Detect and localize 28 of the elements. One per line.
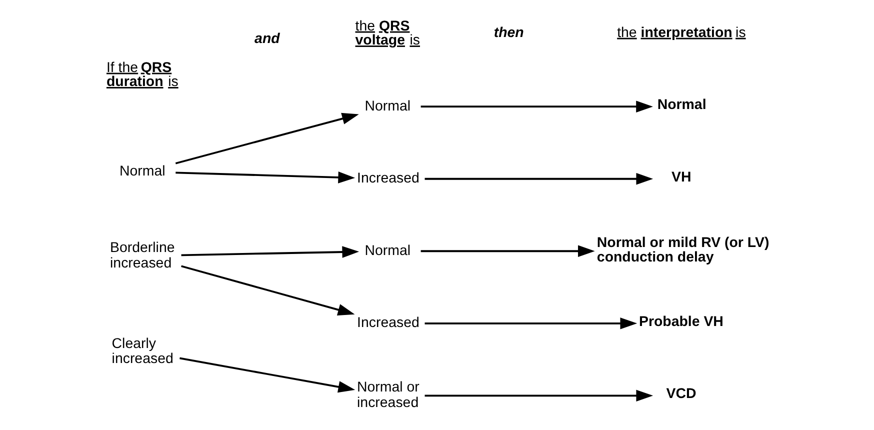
arrow: [181, 246, 360, 258]
arrow: [420, 245, 595, 258]
arrow: [180, 357, 356, 393]
label: the interpretation is: [617, 24, 746, 41]
node-text: VCD: [666, 386, 696, 402]
node-text: Normal or mild RV (or LV) conduction delay: [596, 235, 770, 266]
node-text: Normal: [364, 242, 411, 259]
arrow: [176, 172, 356, 184]
arrow: [424, 390, 654, 402]
label: and: [254, 30, 280, 47]
arrow: [424, 172, 654, 185]
node-text: Normal: [657, 97, 706, 114]
arrow: [175, 112, 359, 164]
node-text: Increased: [357, 170, 420, 187]
arrow: [420, 100, 653, 112]
node-text: Clearly increased: [112, 336, 174, 368]
label: then: [494, 24, 524, 41]
node-text: Increased: [357, 315, 420, 332]
arrow: [424, 318, 638, 330]
node-text: Borderline increased: [110, 240, 175, 272]
arrow: [181, 265, 355, 316]
node-text: Normal or increased: [357, 380, 420, 412]
node-text: Normal: [364, 98, 411, 114]
label: If the QRS duration is: [106, 60, 178, 90]
label: the QRS voltage is: [355, 18, 420, 49]
node-text: VH: [672, 169, 692, 186]
node-text: Normal: [120, 163, 166, 180]
node-text: Probable VH: [638, 314, 724, 330]
